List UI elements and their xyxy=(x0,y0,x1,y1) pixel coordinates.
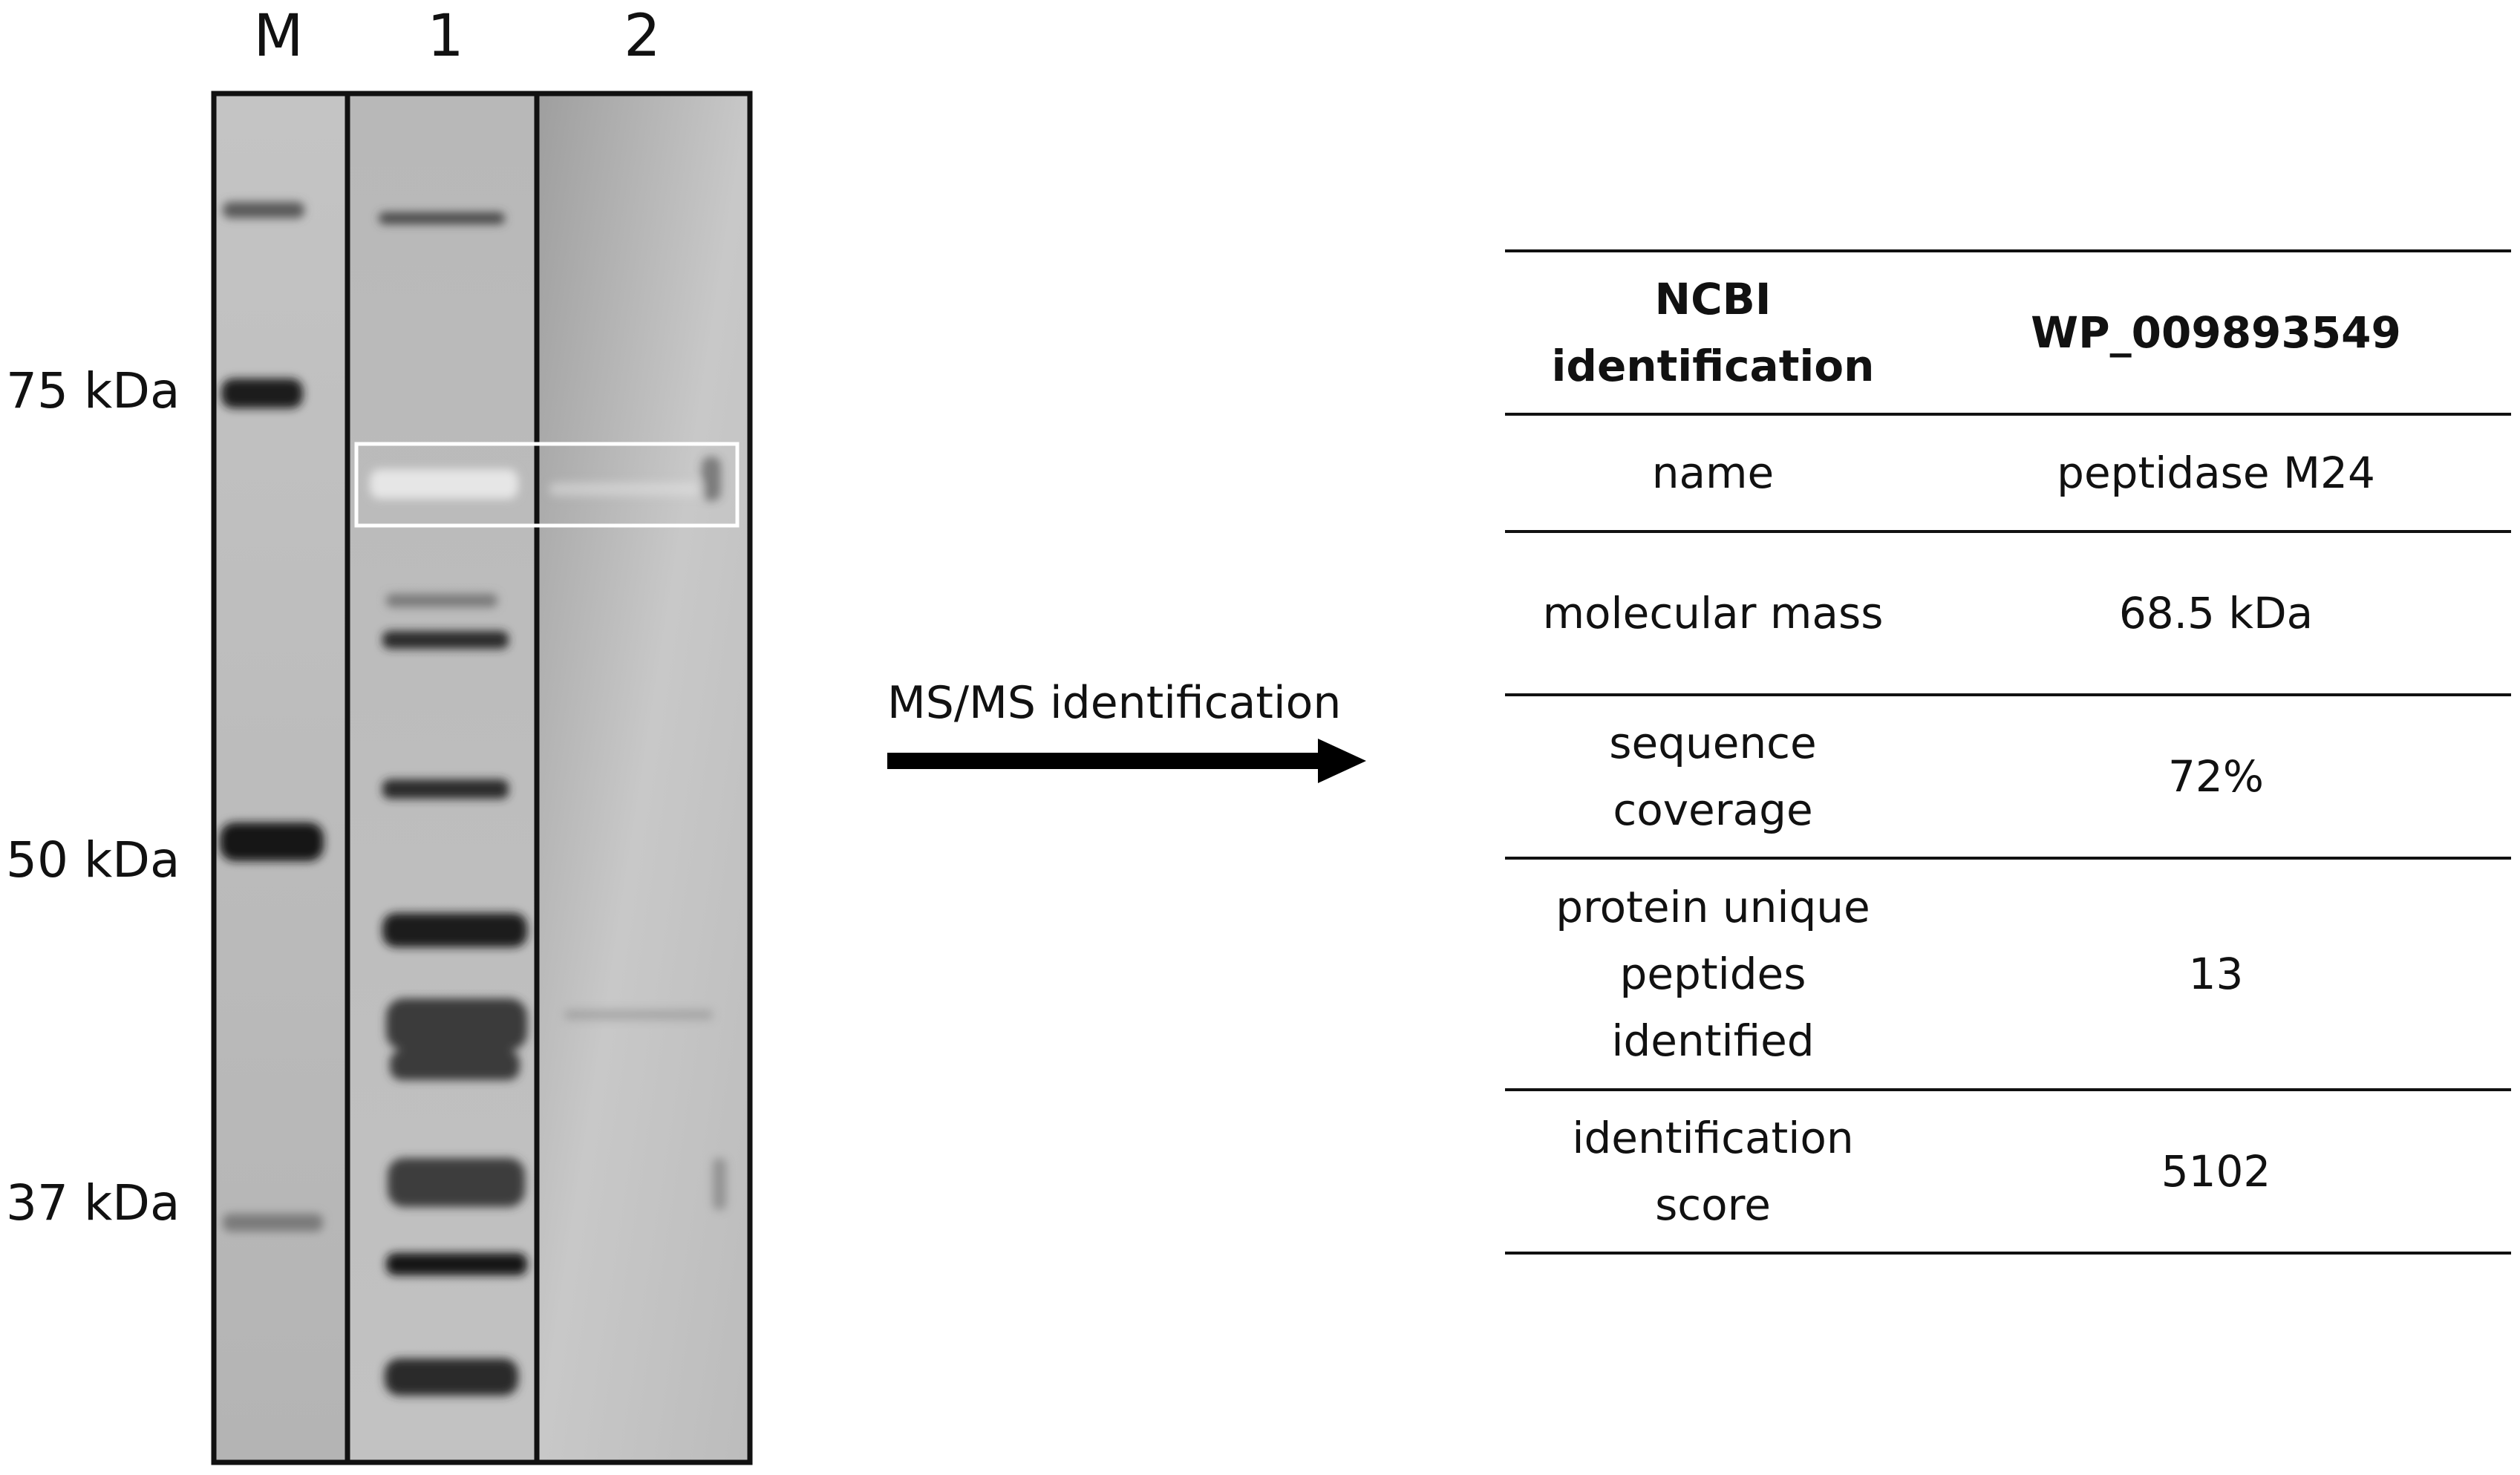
lane2-band-dot xyxy=(702,457,721,501)
header-key: NCBI identification xyxy=(1505,249,1921,416)
lane-label-1: 1 xyxy=(427,3,464,70)
table-row: sequence coverage 72% xyxy=(1505,695,2511,860)
row-key: identification score xyxy=(1505,1090,1921,1255)
row-value: 13 xyxy=(1921,858,2511,1091)
lane-marker xyxy=(214,94,347,1462)
row-key: sequence coverage xyxy=(1505,695,1921,860)
arrow-label: MS/MS identification xyxy=(887,677,1342,729)
row-value: 68.5 kDa xyxy=(1921,532,2511,696)
marker-band-37 xyxy=(223,1214,323,1232)
right-arrow-icon xyxy=(887,739,1366,783)
mw-label-50: 50 kDa xyxy=(6,831,180,889)
lane1-band-e xyxy=(386,998,527,1050)
gel-image xyxy=(211,91,753,1465)
lane-1 xyxy=(347,94,537,1462)
lane1-band-a xyxy=(386,594,497,607)
table-row: protein unique peptides identified 13 xyxy=(1505,858,2511,1091)
highlight-box xyxy=(354,442,740,528)
lane-2 xyxy=(537,94,750,1462)
row-value: peptidase M24 xyxy=(1921,414,2511,533)
lane-label-2: 2 xyxy=(624,3,661,70)
table-row: identification score 5102 xyxy=(1505,1090,2511,1255)
lane2-band-c xyxy=(713,1158,726,1210)
lane1-band-highlight xyxy=(370,469,518,499)
marker-band-75 xyxy=(221,379,303,408)
table-row: molecular mass 68.5 kDa xyxy=(1505,532,2511,696)
row-key: name xyxy=(1505,414,1921,533)
row-key: protein unique peptides identified xyxy=(1505,858,1921,1091)
table-row: name peptidase M24 xyxy=(1505,414,2511,533)
lane1-band-top xyxy=(379,212,505,224)
identification-table: NCBI identification WP_009893549 name pe… xyxy=(1505,249,2511,1255)
lane1-band-f xyxy=(390,1050,520,1080)
lane2-band-highlight xyxy=(549,483,713,496)
mw-label-75: 75 kDa xyxy=(6,362,180,419)
lane1-band-d xyxy=(382,913,527,947)
marker-band-top xyxy=(223,202,304,218)
table-header-row: NCBI identification WP_009893549 xyxy=(1505,249,2511,416)
lane1-band-g xyxy=(388,1158,525,1207)
lane2-band-b xyxy=(564,1010,713,1020)
lane1-band-c xyxy=(382,779,509,799)
row-value: 5102 xyxy=(1921,1090,2511,1255)
lane-label-marker: M xyxy=(253,3,304,70)
mw-label-37: 37 kDa xyxy=(6,1174,180,1232)
lane1-band-b xyxy=(382,631,509,649)
row-key: molecular mass xyxy=(1505,532,1921,696)
lane1-band-i xyxy=(385,1358,518,1396)
lane1-band-h xyxy=(386,1253,527,1275)
row-value: 72% xyxy=(1921,695,2511,860)
marker-band-50 xyxy=(220,822,324,861)
header-value: WP_009893549 xyxy=(1921,249,2511,416)
